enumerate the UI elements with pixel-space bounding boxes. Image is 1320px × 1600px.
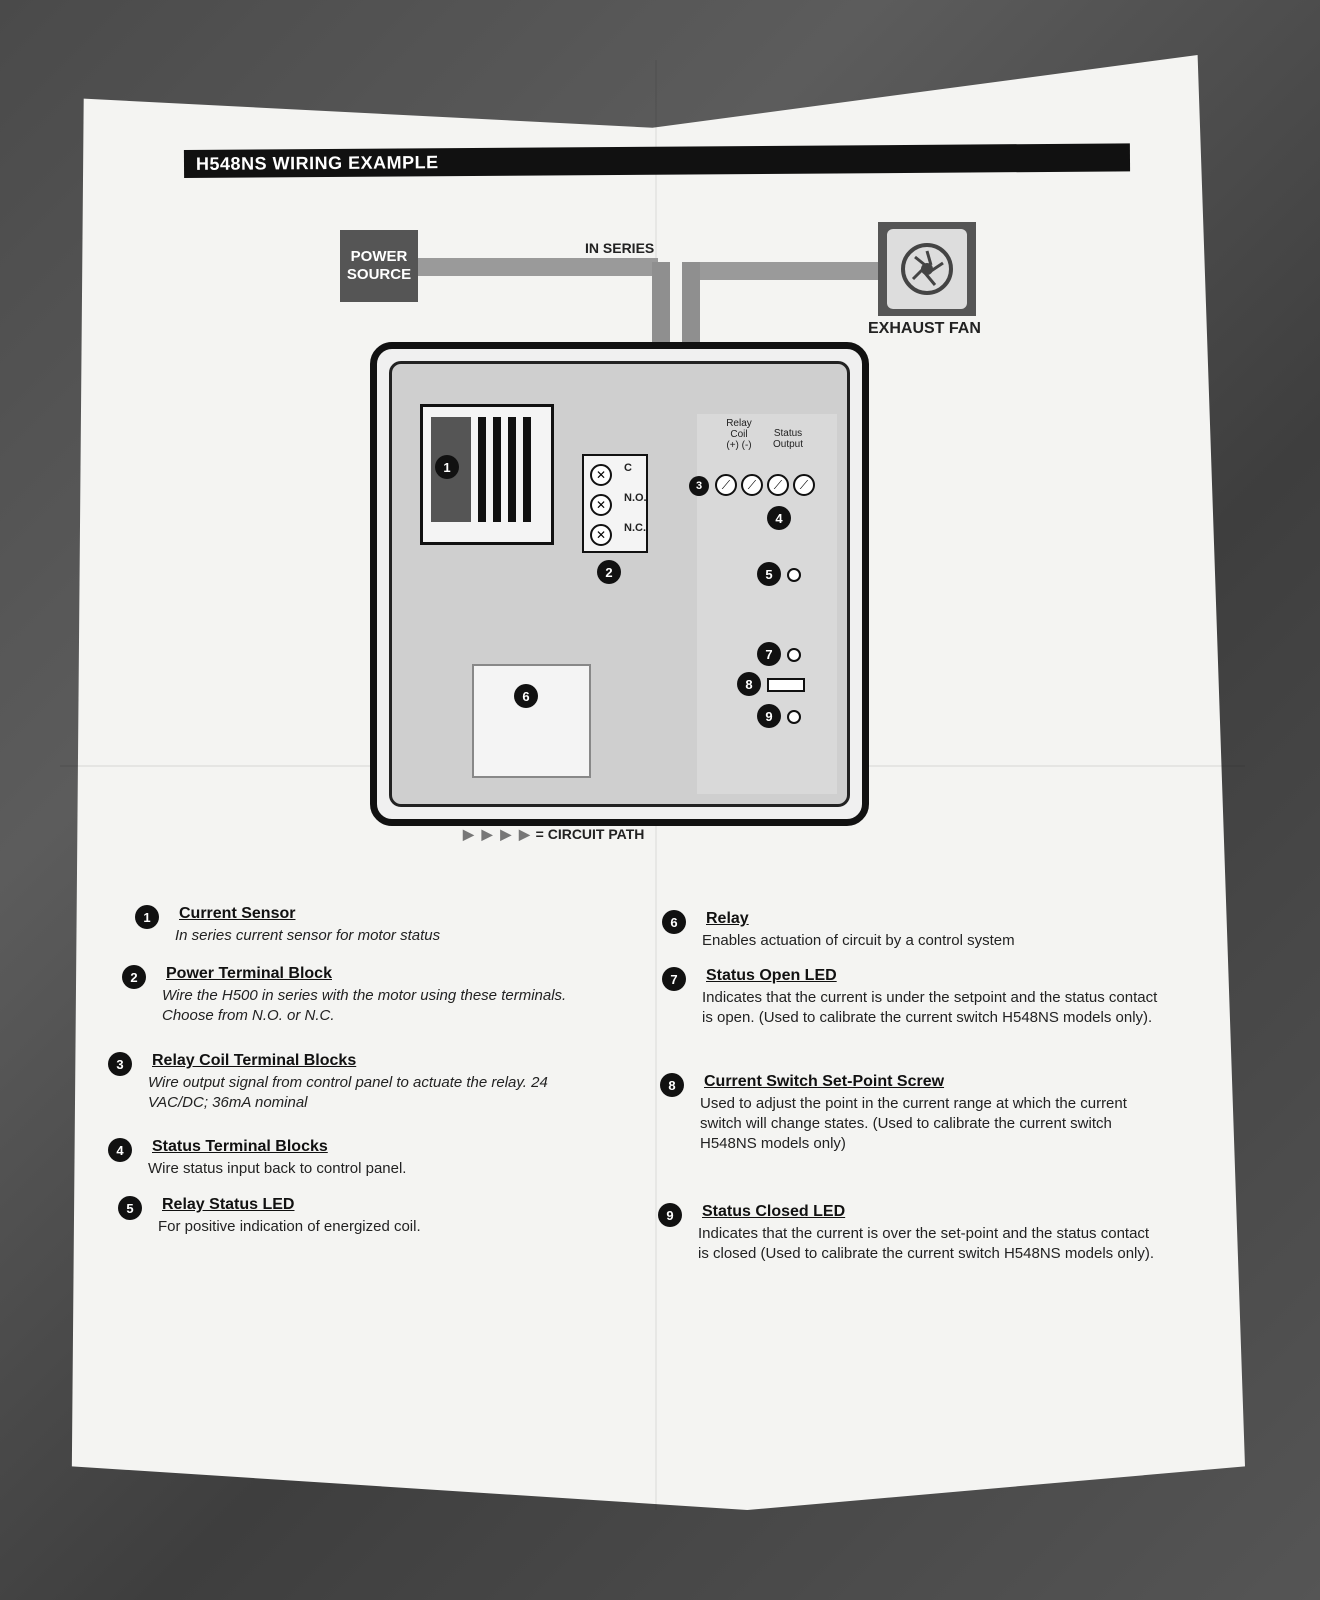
terminal-label-c: C (624, 462, 632, 474)
item-title: Relay (706, 910, 749, 927)
item-title: Status Closed LED (702, 1203, 846, 1220)
relay-status-led (787, 568, 801, 582)
flow-path-in (418, 258, 658, 276)
screw-icon: ⟋ (767, 474, 789, 496)
screw-icon: ⟋ (741, 474, 763, 496)
screw-icon: ✕ (590, 494, 612, 516)
relay-coil-line2: Coil (730, 429, 748, 440)
device-board: 1 ✕ ✕ ✕ C N.O. N.C. 2 6 Relay Coil (+) (… (389, 361, 850, 807)
screw-icon: ⟋ (793, 474, 815, 496)
callout-2: 2 (597, 560, 621, 584)
status-closed-led (787, 710, 801, 724)
item-number: 2 (122, 965, 146, 989)
callout-5: 5 (757, 562, 781, 586)
item-title: Current Sensor (179, 905, 296, 922)
power-terminal-block: ✕ ✕ ✕ (582, 454, 648, 553)
callout-6: 6 (514, 684, 538, 708)
terminal-label-no: N.O. (624, 492, 647, 504)
item-title: Status Open LED (706, 967, 837, 984)
status-output-line1: Status (773, 428, 803, 439)
item-desc: Wire status input back to control panel. (148, 1160, 407, 1177)
item-title: Relay Status LED (162, 1196, 295, 1213)
status-panel: Relay Coil (+) (-) Status Output 3 ⟋ ⟋ ⟋… (689, 414, 837, 794)
flow-path-out (688, 262, 878, 280)
item-desc: Wire the H500 in series with the motor u… (162, 987, 567, 1024)
callout-3: 3 (689, 476, 709, 496)
item-number: 5 (118, 1196, 142, 1220)
relay-coil-line1: Relay (726, 418, 752, 429)
screw-icon: ✕ (590, 524, 612, 546)
relay-block: 6 (472, 664, 591, 778)
status-output-line2: Output (772, 439, 804, 450)
item-number: 6 (662, 910, 686, 934)
item-desc: Indicates that the current is under the … (702, 989, 1158, 1026)
status-output-label: Status Output (765, 428, 811, 450)
fan-icon (887, 229, 967, 309)
item-desc: Indicates that the current is over the s… (698, 1225, 1155, 1262)
item-title: Relay Coil Terminal Blocks (152, 1052, 357, 1069)
status-open-led (787, 648, 801, 662)
circuit-path-legend: ▶ ▶ ▶ ▶ = CIRCUIT PATH (463, 826, 644, 843)
item-desc: In series current sensor for motor statu… (175, 927, 441, 944)
callout-4: 4 (767, 506, 791, 530)
device-enclosure: 1 ✕ ✕ ✕ C N.O. N.C. 2 6 Relay Coil (+) (… (370, 342, 869, 826)
item-title: Current Switch Set-Point Screw (704, 1073, 945, 1090)
item-number: 3 (108, 1052, 132, 1076)
relay-coil-line3: (+) (-) (726, 440, 752, 451)
item-desc: Used to adjust the point in the current … (700, 1095, 1127, 1152)
item-desc: For positive indication of energized coi… (158, 1218, 421, 1235)
power-source-line1: POWER (350, 248, 408, 265)
set-point-screw (767, 678, 805, 692)
in-series-label: IN SERIES (585, 240, 655, 256)
item-title: Status Terminal Blocks (152, 1138, 328, 1155)
exhaust-fan-label: EXHAUST FAN (868, 320, 981, 337)
item-number: 1 (135, 905, 159, 929)
item-number: 7 (662, 967, 686, 991)
exhaust-fan-box (878, 222, 976, 316)
relay-coil-label: Relay Coil (+) (-) (721, 418, 757, 451)
item-title: Power Terminal Block (166, 965, 332, 982)
screw-icon: ✕ (590, 464, 612, 486)
callout-8: 8 (737, 672, 761, 696)
page-title: H548NS WIRING EXAMPLE (195, 152, 439, 174)
screw-icon: ⟋ (715, 474, 737, 496)
relay-status-terminals: ⟋ ⟋ ⟋ ⟋ (713, 472, 817, 498)
item-number: 9 (658, 1203, 682, 1227)
item-number: 8 (660, 1073, 684, 1097)
power-source-line2: SOURCE (346, 266, 412, 283)
item-desc: Enables actuation of circuit by a contro… (702, 932, 1015, 949)
item-desc: Wire output signal from control panel to… (148, 1074, 548, 1111)
item-number: 4 (108, 1138, 132, 1162)
power-source-box: POWER SOURCE (340, 230, 418, 302)
current-sensor: 1 (420, 404, 554, 545)
circuit-path-label: = CIRCUIT PATH (535, 826, 645, 842)
terminal-label-nc: N.C. (624, 522, 646, 534)
callout-9: 9 (757, 704, 781, 728)
arrow-icon: ▶ ▶ ▶ ▶ (463, 826, 532, 842)
callout-7: 7 (757, 642, 781, 666)
callout-1: 1 (435, 455, 459, 479)
